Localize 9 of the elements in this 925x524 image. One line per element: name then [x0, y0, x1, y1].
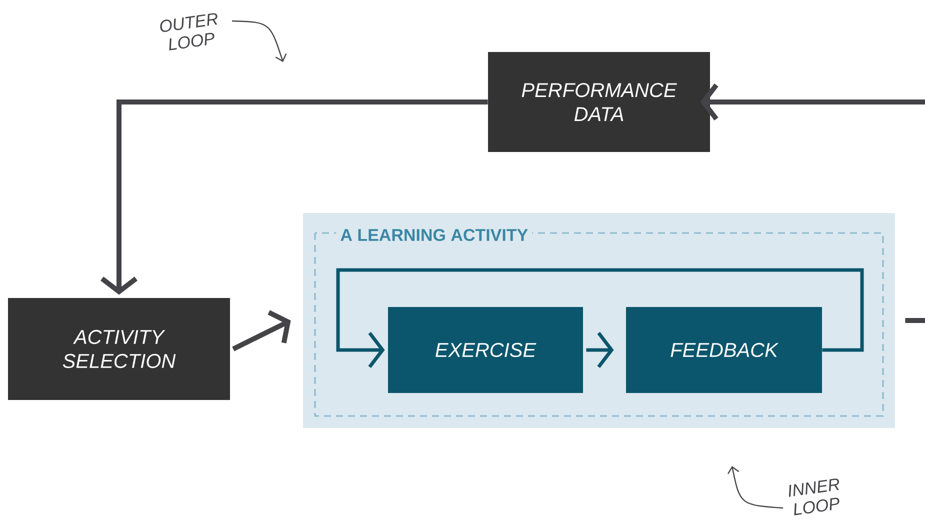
arrow: [336, 268, 864, 368]
arrow: [700, 83, 925, 120]
process-box: PERFORMANCE DATA: [488, 52, 710, 152]
step-box: FEEDBACK: [626, 307, 822, 393]
loop-label: OUTER LOOP: [160, 13, 218, 50]
arrow: [100, 100, 488, 295]
process-box: ACTIVITY SELECTION: [8, 298, 230, 400]
step-box: EXERCISE: [388, 307, 583, 393]
loop-label: INNER LOOP: [788, 478, 840, 516]
